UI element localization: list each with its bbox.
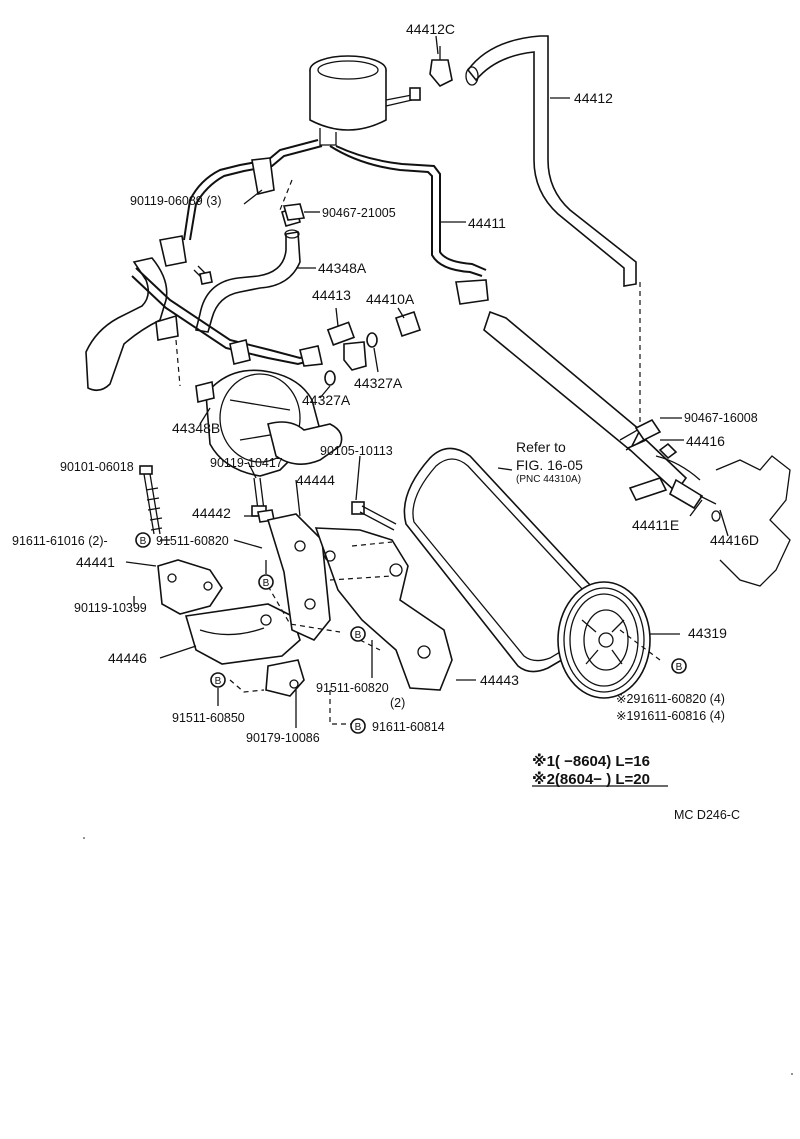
bracket-44441 — [157, 559, 223, 615]
label-44327a-1: 44327A — [354, 375, 403, 391]
power-steering-pump — [195, 369, 343, 477]
label-note-2: ※291611-60820 (4) — [616, 692, 725, 706]
svg-text:B: B — [263, 578, 270, 589]
svg-text:B: B — [215, 676, 222, 687]
bracket-44446 — [184, 603, 301, 665]
bracket-small — [265, 659, 305, 697]
label-44416: 44416 — [686, 433, 725, 449]
label-44413: 44413 — [312, 287, 351, 303]
part-labels: 44412C 44412 44411 90119-06089 (3) 90467… — [12, 21, 759, 822]
label-90179-10086: 90179-10086 — [246, 731, 320, 745]
dashed-leaders — [175, 282, 661, 725]
union-bolt-parts — [324, 310, 422, 386]
bolt-90119-10417 — [251, 477, 267, 517]
bolt-length-note-1: ※1( −8604) L=16 — [532, 752, 650, 770]
label-91611-60814: 91611-60814 — [372, 720, 445, 734]
engine-fragment — [628, 455, 791, 587]
return-hose-44412 — [465, 35, 637, 287]
hose-left-large — [85, 257, 179, 392]
label-90467-21005: 90467-21005 — [322, 206, 396, 220]
refer-line-1: Refer to — [516, 439, 566, 455]
clamp-90467-21005 — [282, 203, 306, 221]
refer-line-2: FIG. 16-05 — [516, 457, 583, 473]
label-91511-60820-b: 91511-60820 — [316, 681, 389, 695]
adjusting-bar-44444 — [266, 513, 331, 641]
label-44412c: 44412C — [406, 21, 455, 37]
label-44416d: 44416D — [710, 532, 759, 548]
label-44443: 44443 — [480, 672, 519, 688]
bolt-90101-06018 — [139, 465, 163, 535]
label-44348b: 44348B — [172, 420, 220, 436]
v-belt — [403, 447, 608, 673]
label-91611-61016: 91611-61016 (2)- — [12, 534, 108, 548]
pulley-44319 — [557, 581, 651, 699]
pressure-tube-44411 — [329, 145, 717, 510]
b-symbol: B — [350, 626, 366, 642]
label-44411e: 44411E — [632, 517, 679, 533]
b-symbol: B — [671, 658, 687, 674]
label-44319: 44319 — [688, 625, 727, 641]
label-90119-10399: 90119-10399 — [74, 601, 147, 615]
svg-text:B: B — [140, 536, 147, 547]
label-90101-06018: 90101-06018 — [60, 460, 134, 474]
svg-text:B: B — [676, 662, 683, 673]
b-symbol: B — [135, 532, 151, 548]
label-90105-10113: 90105-10113 — [320, 444, 393, 458]
label-44446: 44446 — [108, 650, 147, 666]
b-symbol: B — [210, 672, 226, 688]
tube-left-upper — [159, 139, 323, 285]
clip-44412c — [429, 46, 453, 87]
label-leaders — [125, 35, 729, 787]
b-symbol: B — [350, 718, 366, 734]
bolt-90105-10113 — [351, 501, 397, 531]
label-44442: 44442 — [192, 505, 231, 521]
label-91511-60850: 91511-60850 — [172, 711, 245, 725]
figure-code: MC D246-C — [674, 808, 740, 822]
tube-lower — [131, 267, 323, 367]
label-44348a: 44348A — [318, 260, 367, 276]
clamp-90467-16008 — [634, 418, 662, 442]
label-90119-10417: 90119-10417 — [210, 456, 283, 470]
label-90119-06089: 90119-06089 (3) — [130, 194, 222, 208]
speck — [791, 1073, 793, 1075]
label-44444: 44444 — [296, 472, 335, 488]
svg-text:B: B — [355, 722, 362, 733]
label-91511-60820-b-qty: (2) — [390, 696, 405, 710]
label-91511-60820-a: 91511-60820 — [156, 534, 229, 548]
bolt-length-note-2: ※2(8604− ) L=20 — [532, 770, 650, 788]
label-44327a-2: 44327A — [302, 392, 351, 408]
label-44411: 44411 — [468, 215, 506, 231]
label-44441: 44441 — [76, 554, 115, 570]
speck — [83, 837, 85, 839]
label-note-1: ※191611-60816 (4) — [616, 709, 725, 723]
refer-line-3: (PNC 44310A) — [516, 474, 581, 485]
label-44412: 44412 — [574, 90, 613, 106]
b-symbol: B — [258, 574, 274, 590]
bracket-44443 — [314, 527, 453, 691]
svg-text:B: B — [355, 630, 362, 641]
b-symbols: B B B B B B — [135, 532, 687, 734]
reservoir-tank — [309, 55, 421, 146]
label-90467-16008: 90467-16008 — [684, 411, 758, 425]
label-44410a: 44410A — [366, 291, 415, 307]
